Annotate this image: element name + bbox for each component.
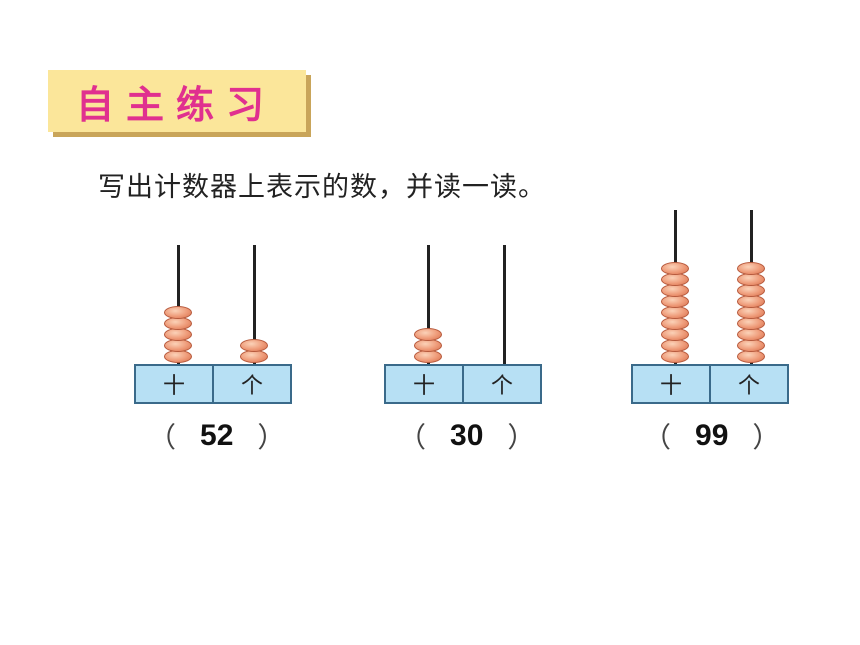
ones-bead: [240, 339, 268, 352]
tens-label: 十: [412, 374, 435, 399]
tens-label: 十: [659, 374, 682, 399]
tens-bead: [414, 328, 442, 341]
paren-open: （: [398, 421, 427, 454]
place-value-base: 十 个: [384, 364, 542, 404]
answer-value: 30: [450, 419, 484, 452]
paren-close: ）: [507, 421, 536, 454]
tens-bead: [164, 306, 192, 319]
ones-rod: [253, 245, 256, 365]
paren-open: （: [148, 421, 177, 454]
answer-value: 99: [695, 419, 729, 452]
place-value-base: 十 个: [134, 364, 292, 404]
ones-label: 个: [709, 366, 787, 402]
ones-bead: [737, 262, 765, 275]
exercise-banner: 自主练习: [48, 70, 306, 132]
abacus-3: 十 个: [631, 205, 791, 465]
tens-label: 十: [162, 374, 185, 399]
paren-open: （: [643, 421, 672, 454]
paren-close: ）: [257, 421, 286, 454]
answer-2: （ 30 ）: [398, 416, 535, 456]
answer-1: （ 52 ）: [148, 416, 285, 456]
abacus-2: 十 个: [384, 240, 544, 500]
answer-3: （ 99 ）: [643, 416, 780, 456]
paren-close: ）: [752, 421, 781, 454]
ones-rod: [503, 245, 506, 365]
ones-label: 个: [462, 366, 540, 402]
banner-title: 自主练习: [76, 82, 277, 127]
abacus-1: 十 个: [134, 240, 294, 500]
tens-rod: [177, 245, 180, 365]
ones-label: 个: [212, 366, 290, 402]
instruction-text: 写出计数器上表示的数，并读一读。: [98, 172, 546, 203]
place-value-base: 十 个: [631, 364, 789, 404]
tens-bead: [661, 262, 689, 275]
answer-value: 52: [200, 419, 234, 452]
tens-rod: [427, 245, 430, 365]
